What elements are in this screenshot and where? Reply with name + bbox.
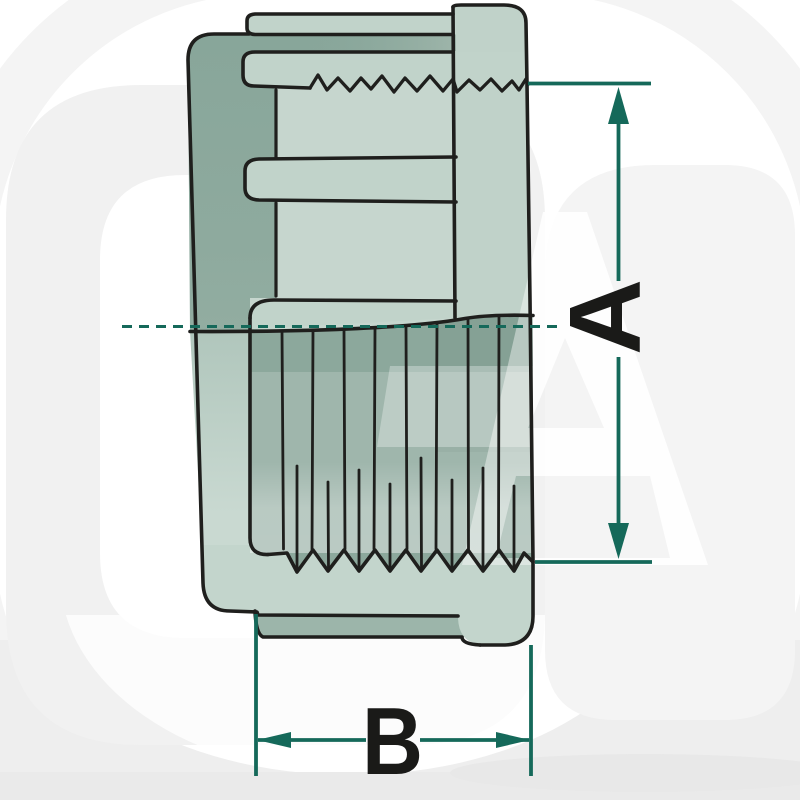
svg-text:A: A [550,279,662,355]
svg-text:B: B [362,688,423,795]
